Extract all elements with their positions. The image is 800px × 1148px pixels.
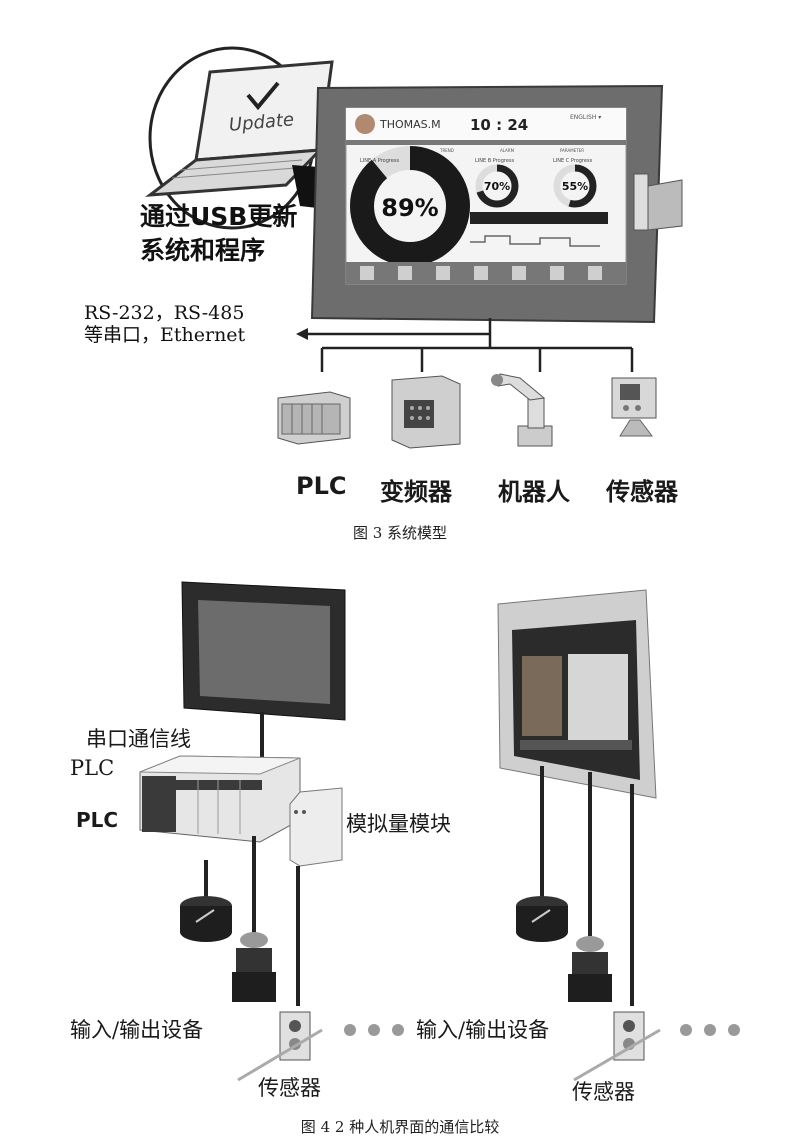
robot-device-image	[491, 373, 553, 447]
right-more-dots	[680, 1024, 740, 1036]
hmi-icon-bar	[360, 266, 602, 280]
hmi-user-name: THOMAS.M	[379, 118, 441, 131]
left-more-dots	[344, 1024, 404, 1036]
line-a-gauge	[350, 146, 470, 266]
comm-protocols-line2: 等串口，Ethernet	[84, 324, 246, 346]
line-b-gauge	[475, 164, 519, 208]
usb-update-label-line1: 通过USB更新	[140, 202, 298, 231]
status-bar	[470, 212, 608, 224]
hmi-tab-2: ALARM	[500, 148, 515, 153]
left-photo-sensor-image	[237, 1011, 323, 1082]
hmi-panel	[310, 84, 683, 324]
device-label-sensor: 传感器	[606, 478, 678, 506]
left-indicator-lamp-image	[232, 932, 276, 1002]
line-c-title: LINE C Progress	[553, 158, 593, 164]
io-devices-label-right: 输入/输出设备	[416, 1018, 550, 1042]
left-io-wires	[204, 836, 300, 1006]
right-photo-sensor-image	[573, 1011, 661, 1082]
serial-line-label: 串口通信线	[86, 727, 191, 751]
usb-update-label-line2: 系统和程序	[140, 236, 266, 265]
plc-device-image	[277, 391, 351, 445]
hmi-tab-3: PARAMETER	[560, 148, 584, 153]
right-indicator-lamp-image	[568, 936, 612, 1002]
left-hmi-panel	[181, 581, 346, 721]
line-a-title: LINE A Progress	[360, 158, 399, 164]
user-avatar	[355, 114, 375, 134]
left-push-button-image	[180, 896, 232, 942]
figure4-diagram	[139, 581, 740, 1082]
line-c-value: 55%	[562, 180, 588, 193]
figure3-caption: 图 3 系统模型	[352, 524, 448, 542]
trend-line	[470, 235, 600, 247]
hmi-tab-1: TREND	[439, 148, 454, 153]
device-label-inverter: 变频器	[380, 478, 452, 506]
line-b-title: LINE B Progress	[475, 158, 515, 164]
sensor-label-left: 传感器	[258, 1076, 321, 1100]
line-b-value: 70%	[484, 180, 510, 193]
analog-module-image	[289, 787, 343, 867]
inverter-device-image	[391, 375, 461, 449]
right-hmi-panel	[497, 589, 657, 799]
plc-label-plain: PLC	[70, 756, 115, 780]
fig3-connection-lines	[304, 318, 634, 372]
line-a-value: 89%	[381, 194, 438, 222]
sensor-device-image	[611, 377, 657, 437]
sensor-label-right: 传感器	[572, 1080, 635, 1104]
io-devices-label-left: 输入/输出设备	[70, 1018, 204, 1042]
right-io-wires	[540, 766, 634, 1006]
plc-label-bold: PLC	[76, 808, 119, 832]
right-push-button-image	[516, 896, 568, 942]
comm-arrow-head	[296, 328, 308, 340]
figure4-caption: 图 4 2 种人机界面的通信比较	[300, 1118, 500, 1136]
figure3-diagram: Update THOMA	[145, 46, 683, 449]
plc-rack-image	[139, 755, 301, 843]
hmi-language: ENGLISH ▾	[570, 114, 601, 121]
comm-protocols-line1: RS-232，RS-485	[84, 302, 245, 324]
device-label-robot: 机器人	[498, 478, 570, 506]
hmi-clock: 10 : 24	[470, 116, 528, 134]
analog-module-label: 模拟量模块	[346, 812, 451, 836]
line-c-gauge	[553, 164, 597, 208]
device-label-plc: PLC	[296, 472, 347, 500]
